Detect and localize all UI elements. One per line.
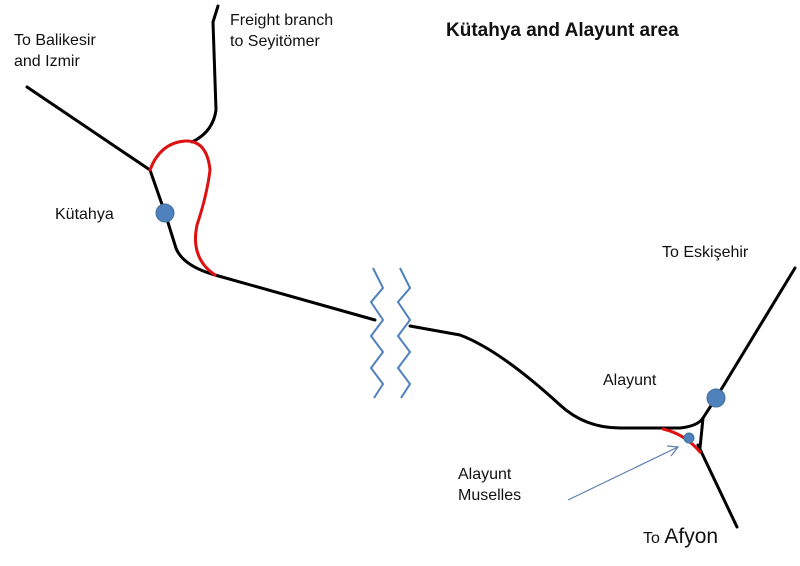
freight-branch (190, 4, 220, 144)
label-freight-branch: Freight branch to Seyitömer (230, 12, 334, 50)
label-afyon-name: Afyon (664, 525, 719, 548)
label-afyon: To Afyon (643, 524, 718, 552)
label-afyon-to: To (643, 530, 660, 547)
kutahya-station (155, 203, 175, 223)
muselles-chord (661, 427, 702, 454)
kutahya-bypass (148, 139, 217, 277)
main-line-east (408, 266, 797, 430)
break-zigzag-left (369, 267, 385, 399)
pointer-arrow (567, 445, 680, 501)
label-alayunt: Alayunt (603, 372, 657, 389)
label-kutahya: Kütahya (55, 206, 114, 223)
afyon-line (696, 443, 739, 529)
triangle-connector (698, 416, 705, 450)
label-balikesir: To Balikesir and Izmir (14, 32, 96, 70)
label-eskisehir: To Eskişehir (662, 244, 749, 261)
alayunt-station (706, 388, 726, 408)
diagram-title: Kütahya and Alayunt area (446, 20, 679, 41)
break-zigzag-right (396, 267, 412, 399)
muselles-station (683, 432, 695, 444)
label-muselles: Alayunt Muselles (458, 466, 522, 504)
